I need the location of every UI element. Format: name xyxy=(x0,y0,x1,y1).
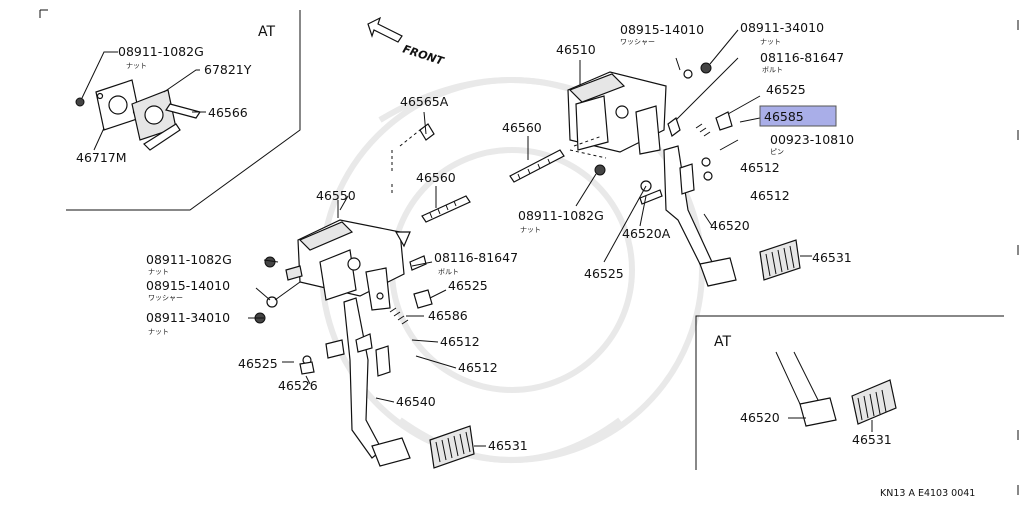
label-46531-at: 46531 xyxy=(852,432,892,447)
part-labels: 08911-1082G ナット 67821Y 46566 46717M 4656… xyxy=(76,20,975,499)
label-46525-c: 46525 xyxy=(766,82,806,97)
leader-lines xyxy=(248,195,873,447)
bracket-46550 xyxy=(297,200,411,311)
at-box-bottom-title: AT xyxy=(714,334,731,350)
label-46512-d: 46512 xyxy=(750,188,790,203)
bracket-46510 xyxy=(567,60,667,159)
at-pedal xyxy=(775,351,897,427)
label-08911-1082G-a: 08911-1082G xyxy=(118,44,204,59)
label-00923-10810: 00923-10810 xyxy=(770,132,854,147)
highlight-46585 xyxy=(759,105,837,127)
label-46512-a: 46512 xyxy=(440,334,480,349)
label-46510: 46510 xyxy=(556,42,596,57)
label-08911-1082G-a-sub: ナット xyxy=(126,62,147,70)
label-46525-a: 46525 xyxy=(448,278,488,293)
label-46585: 46585 xyxy=(764,109,804,124)
label-08911-1082G-c: 08911-1082G xyxy=(518,208,604,223)
label-46520-at: 46520 xyxy=(740,410,780,425)
at-box-top: AT xyxy=(39,9,301,211)
label-46526: 46526 xyxy=(278,378,318,393)
label-46540: 46540 xyxy=(396,394,436,409)
label-46565A: 46565A xyxy=(400,94,449,109)
label-46566: 46566 xyxy=(208,105,248,120)
label-46560-a: 46560 xyxy=(416,170,456,185)
label-08116-81647-a-sub: ボルト xyxy=(438,268,459,276)
label-08911-34010-b-sub: ナット xyxy=(760,38,781,46)
label-08116-81647-b-sub: ボルト xyxy=(762,66,783,74)
label-08911-34010-b: 08911-34010 xyxy=(740,20,824,35)
front-arrow-icon: FRONT xyxy=(367,16,447,68)
label-46717M: 46717M xyxy=(76,150,127,165)
label-08911-1082G-c-sub: ナット xyxy=(520,226,541,234)
label-46512-b: 46512 xyxy=(458,360,498,375)
bolt-46560-center xyxy=(509,136,606,207)
left-hardware xyxy=(254,255,433,325)
label-46525-b: 46525 xyxy=(238,356,278,371)
bolt-46565A xyxy=(391,111,435,196)
label-08915-14010-a: 08915-14010 xyxy=(146,278,230,293)
label-46520A: 46520A xyxy=(622,226,671,241)
label-46525-d: 46525 xyxy=(584,266,624,281)
label-46512-c: 46512 xyxy=(740,160,780,175)
label-67821Y: 67821Y xyxy=(204,62,252,77)
label-08911-1082G-b-sub: ナット xyxy=(148,268,169,276)
label-00923-10810-sub: ピン xyxy=(770,148,784,156)
front-label: FRONT xyxy=(401,42,446,68)
label-08911-34010-a: 08911-34010 xyxy=(146,310,230,325)
at-box-bottom: AT xyxy=(695,315,1004,470)
label-46520: 46520 xyxy=(710,218,750,233)
label-46550: 46550 xyxy=(316,188,356,203)
at-box-top-title: AT xyxy=(258,24,275,40)
bolt-46560-left xyxy=(421,186,471,223)
pedal-46540 xyxy=(299,297,475,469)
label-46531-a: 46531 xyxy=(488,438,528,453)
at-gasket-parts xyxy=(75,51,206,151)
label-46586: 46586 xyxy=(428,308,468,323)
label-46560-b: 46560 xyxy=(502,120,542,135)
label-08915-14010-a-sub: ワッシャー xyxy=(148,294,183,302)
label-08116-81647-a: 08116-81647 xyxy=(434,250,518,265)
label-08911-1082G-b: 08911-1082G xyxy=(146,252,232,267)
label-46531-b: 46531 xyxy=(812,250,852,265)
footer-code: KN13 A E4103 0041 xyxy=(880,488,975,499)
label-08915-14010-b: 08915-14010 xyxy=(620,22,704,37)
label-08915-14010-b-sub: ワッシャー xyxy=(620,38,655,46)
pedal-46520 xyxy=(603,145,801,287)
label-08116-81647-b: 08116-81647 xyxy=(760,50,844,65)
label-08911-34010-a-sub: ナット xyxy=(148,328,169,336)
